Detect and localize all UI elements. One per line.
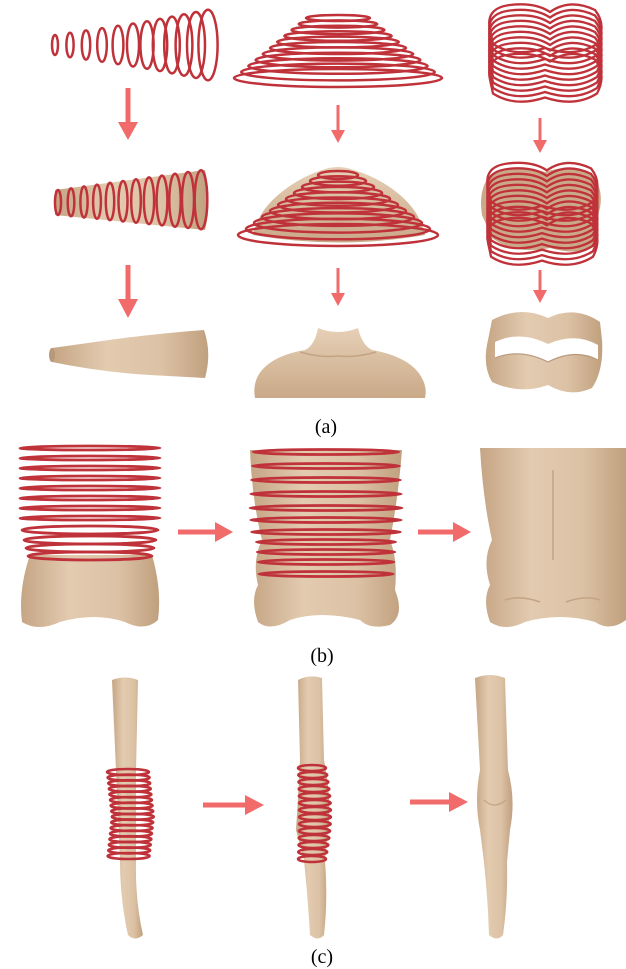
shoulders-curves-on-surface	[238, 167, 438, 246]
torso-input-curves	[20, 446, 160, 627]
arrow-down-icon	[331, 268, 345, 306]
curve-ring	[20, 456, 160, 460]
curve-ring	[113, 26, 124, 64]
curve-ring	[127, 24, 139, 67]
curve-ring	[20, 496, 160, 500]
arrow-right-icon	[178, 522, 233, 542]
curve-ring	[20, 476, 160, 480]
arrow-down-icon	[533, 118, 547, 153]
panel-c	[107, 675, 513, 939]
cone-reconstructed-surface	[49, 330, 208, 378]
arrow-down-icon	[118, 265, 138, 318]
curve-ring	[52, 35, 58, 55]
waistband-input-curves	[489, 4, 601, 101]
caption-c: (c)	[311, 946, 333, 968]
panel-a	[49, 4, 602, 398]
leg-input-curves	[107, 678, 154, 939]
arrow-right-icon	[203, 795, 264, 815]
curve-ring	[97, 28, 107, 62]
leg-curves-on-surface	[296, 676, 331, 938]
caption-a: (a)	[315, 416, 337, 438]
caption-b: (b)	[310, 645, 333, 667]
curve-ring	[187, 12, 205, 78]
shoulders-input-curves	[234, 15, 442, 87]
cone-input-curves	[52, 10, 218, 81]
curve-ring	[20, 446, 160, 450]
curve-ring	[82, 30, 90, 59]
arrow-down-icon	[331, 105, 345, 143]
curve-ring	[20, 516, 160, 520]
curve-ring	[20, 506, 160, 510]
curve-ring	[198, 10, 217, 81]
arrow-right-icon	[410, 792, 468, 812]
waistband-curves-on-surface	[481, 163, 601, 265]
curve-ring	[20, 466, 160, 470]
arrow-down-icon	[533, 270, 547, 303]
curve-ring	[22, 526, 158, 534]
cone-curves-on-surface	[55, 170, 209, 230]
panel-b	[20, 446, 626, 627]
waistband-reconstructed-surface	[486, 312, 603, 392]
shoulders-reconstructed-surface	[254, 328, 425, 398]
torso-curves-on-surface	[250, 450, 402, 627]
curve-ring	[20, 486, 160, 490]
arrow-right-icon	[418, 522, 471, 542]
torso-reconstructed-surface	[480, 448, 626, 627]
curve-ring	[66, 33, 73, 58]
leg-reconstructed-surface	[475, 675, 513, 939]
arrow-down-icon	[118, 88, 138, 140]
